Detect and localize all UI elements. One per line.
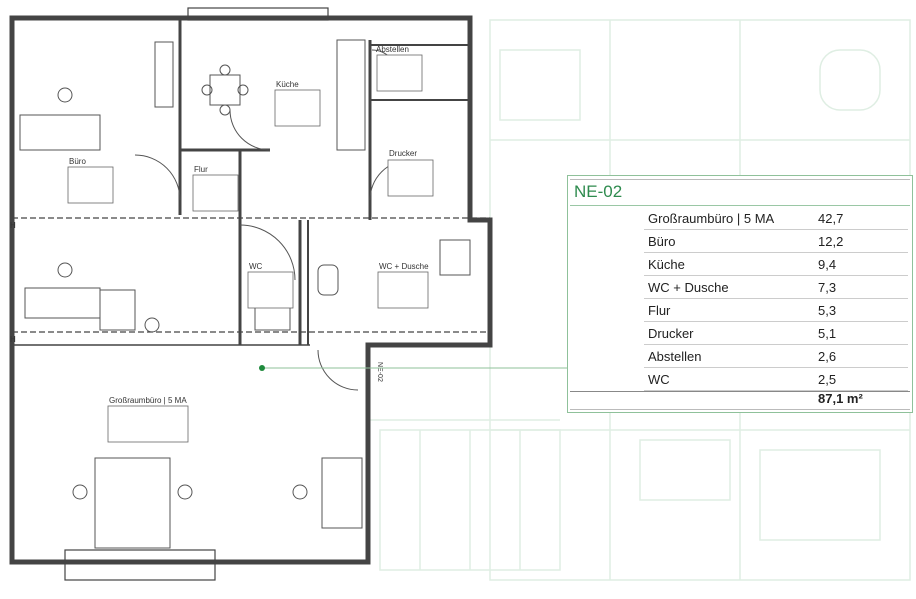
unit-id-rotated: NE-02	[376, 362, 383, 382]
room-area: 2,5	[818, 367, 908, 391]
room-label-wc-dusche: WC + Dusche	[379, 262, 429, 271]
furniture	[19, 39, 471, 549]
divider	[570, 205, 910, 206]
room-area: 9,4	[818, 252, 908, 276]
room-name: Großraumbüro | 5 MA	[644, 207, 818, 230]
room-label-abstellen: Abstellen	[376, 45, 409, 54]
room-area: 5,1	[818, 321, 908, 345]
room-area: 2,6	[818, 344, 908, 368]
room-name: WC	[644, 367, 818, 391]
walls	[9, 7, 493, 581]
room-tags	[67, 54, 434, 443]
divider	[570, 391, 910, 392]
room-name: Drucker	[644, 321, 818, 345]
legend-title: NE-02	[574, 182, 623, 201]
room-name: Küche	[644, 252, 818, 276]
axis-mark-2: H	[10, 335, 16, 344]
background-plan	[370, 19, 911, 581]
room-area: 5,3	[818, 298, 908, 322]
room-area: 7,3	[818, 275, 908, 299]
room-label-kueche: Küche	[276, 80, 299, 89]
room-label-flur: Flur	[194, 165, 208, 174]
room-area: 12,2	[818, 229, 908, 253]
room-label-drucker: Drucker	[389, 149, 417, 158]
unit-marker	[259, 365, 265, 371]
room-name: Büro	[644, 229, 818, 253]
room-name: Abstellen	[644, 344, 818, 368]
axis-mark-1: H	[10, 221, 16, 230]
divider	[570, 409, 910, 410]
room-label-buero: Büro	[69, 157, 86, 166]
room-name: WC + Dusche	[644, 275, 818, 299]
room-name: Flur	[644, 298, 818, 322]
total-area: 87,1 m²	[818, 391, 863, 406]
divider	[570, 179, 910, 180]
room-area: 42,7	[818, 207, 908, 230]
room-label-wc: WC	[249, 262, 263, 271]
room-label-grossraumbuero: Großraumbüro | 5 MA	[109, 396, 187, 405]
